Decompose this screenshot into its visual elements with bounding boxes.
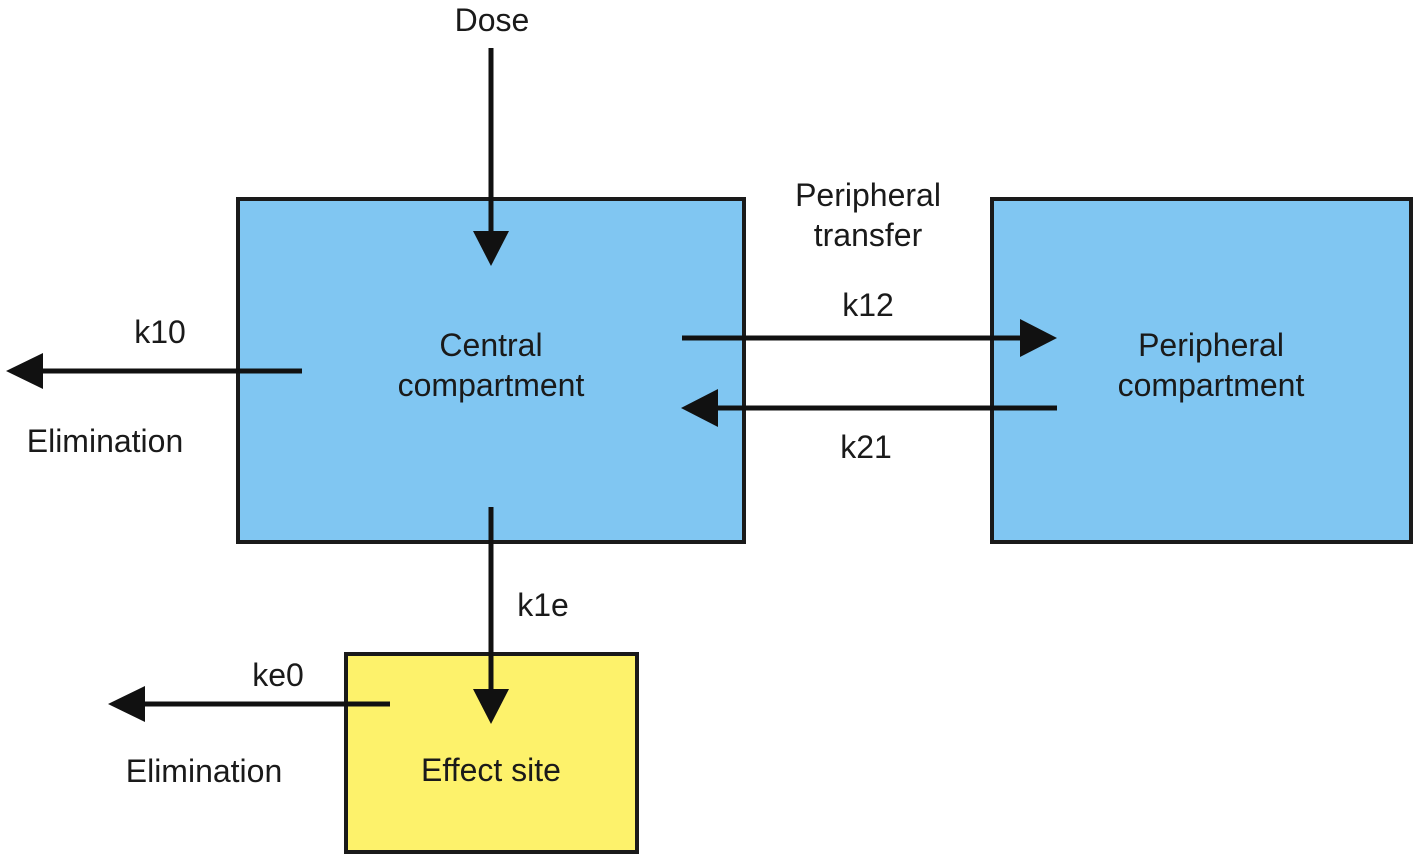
k1e-label: k1e xyxy=(517,587,569,623)
elimination-effect-label: Elimination xyxy=(125,753,283,789)
central-compartment-line2: compartment xyxy=(397,367,585,403)
k10-elimination-arrow xyxy=(6,353,302,389)
dose-arrow xyxy=(473,48,509,266)
peripheral-transfer-line2: transfer xyxy=(813,217,923,253)
peripheral-compartment-label: Peripheral compartment xyxy=(1061,325,1361,405)
central-compartment-line1: Central xyxy=(439,327,543,363)
peripheral-transfer-line1: Peripheral xyxy=(795,177,941,213)
ke0-label: ke0 xyxy=(252,657,304,693)
ke0-elimination-arrow xyxy=(108,686,390,722)
peripheral-compartment-line1: Peripheral xyxy=(1138,327,1284,363)
k1e-arrow xyxy=(473,507,509,724)
dose-label: Dose xyxy=(454,2,530,38)
peripheral-transfer-label: Peripheral transfer xyxy=(758,175,978,255)
effect-site-label: Effect site xyxy=(421,752,561,788)
k12-arrow xyxy=(682,319,1057,357)
peripheral-compartment-line2: compartment xyxy=(1117,367,1305,403)
k12-label: k12 xyxy=(842,287,894,323)
k10-label: k10 xyxy=(134,314,186,350)
k21-label: k21 xyxy=(840,429,892,465)
elimination-central-label: Elimination xyxy=(26,423,184,459)
k21-arrow xyxy=(681,389,1057,427)
central-compartment-label: Central compartment xyxy=(338,325,644,405)
peripheral-compartment-box xyxy=(990,197,1413,544)
